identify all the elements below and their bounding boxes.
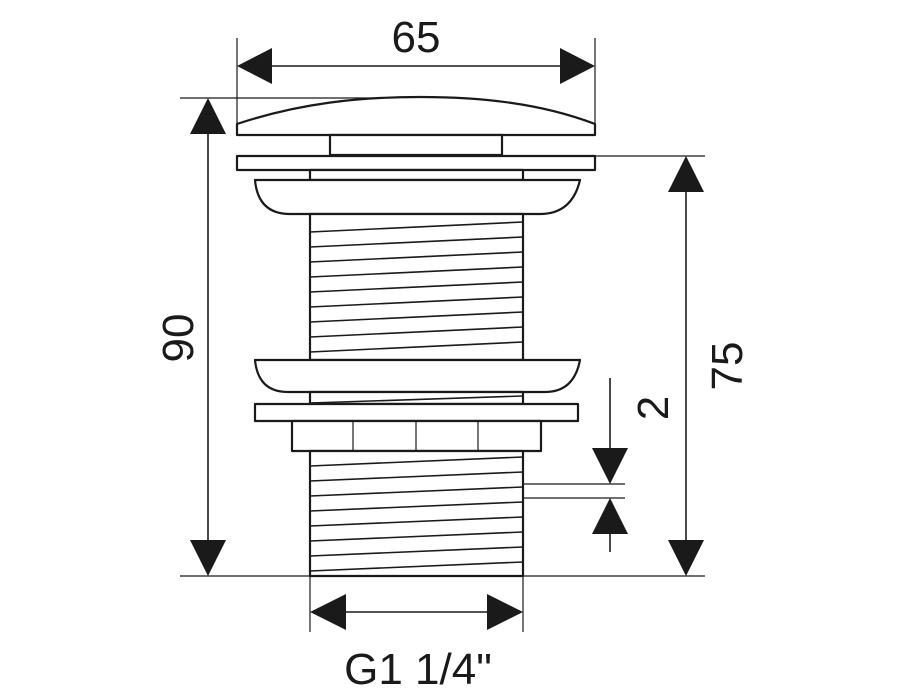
arrow-right-icon (487, 594, 523, 630)
dimension-top-width: 65 (237, 13, 595, 84)
dimension-label-total-height: 90 (154, 314, 203, 363)
hex-nut (290, 419, 543, 453)
arrow-left-icon (310, 594, 346, 630)
dimension-label-top-width: 65 (392, 13, 441, 62)
upper-thread (308, 212, 525, 362)
dimension-label-thread-size: G1 1/4" (344, 645, 492, 694)
drain-flange (235, 154, 597, 216)
dimension-label-gap: 2 (629, 396, 678, 420)
lower-washer (253, 358, 582, 423)
drain-cap (235, 95, 597, 157)
arrow-down-icon (592, 448, 628, 484)
arrow-up-icon (190, 98, 226, 134)
arrow-up-icon (668, 156, 704, 192)
arrow-up-icon (592, 498, 628, 534)
dimension-body-height: 75 (668, 156, 752, 576)
dimension-thread-size: G1 1/4" (310, 594, 523, 694)
dimension-gap: 2 (592, 378, 678, 552)
arrow-down-icon (668, 540, 704, 576)
dimension-label-body-height: 75 (703, 342, 752, 391)
lower-thread (308, 449, 525, 578)
dimension-total-height: 90 (154, 98, 226, 576)
arrow-left-icon (237, 48, 272, 84)
arrow-down-icon (190, 540, 226, 576)
arrow-right-icon (560, 48, 595, 84)
